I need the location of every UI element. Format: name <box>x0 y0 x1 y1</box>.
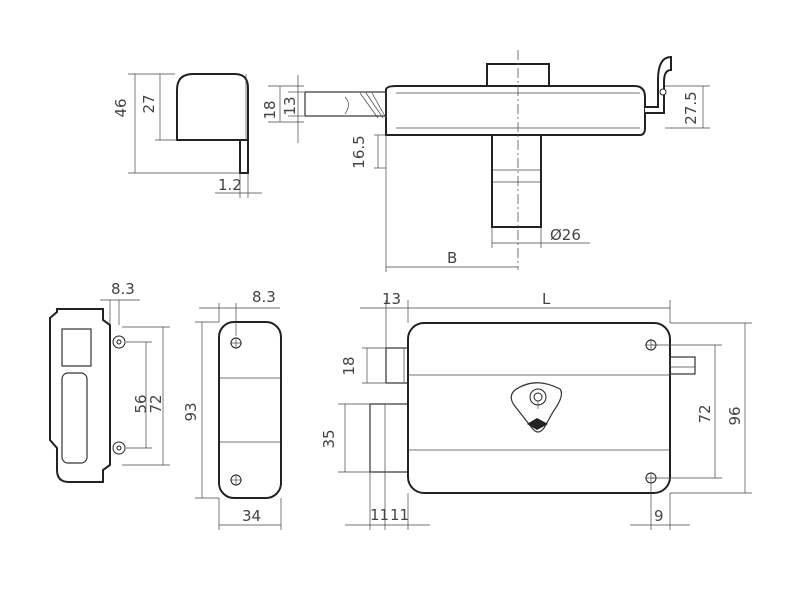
dim-8-3-front: 8.3 <box>252 288 276 306</box>
dim-1-2: 1.2 <box>218 176 242 194</box>
keeper-plate <box>49 308 111 483</box>
dim-9: 9 <box>654 507 664 525</box>
top-cylinder <box>491 134 542 228</box>
top-lock-body <box>385 85 646 136</box>
dim-56: 56 <box>132 394 150 413</box>
dim-27-5: 27.5 <box>682 91 700 124</box>
dim-b: B <box>447 249 457 267</box>
dim-13-main: 13 <box>382 290 401 308</box>
dim-96: 96 <box>726 406 744 425</box>
dim-34: 34 <box>242 507 261 525</box>
cover-tab <box>239 139 249 174</box>
dim-l: L <box>542 290 551 308</box>
main-deadbolt <box>385 347 409 384</box>
dim-13-top: 13 <box>281 96 299 115</box>
dim-18-top: 18 <box>261 100 279 119</box>
main-lock-body <box>407 322 671 494</box>
cover-side-view: 46 27 1.2 <box>112 73 262 198</box>
top-bolt <box>304 91 387 117</box>
main-view: 13 L 18 35 11 11 72 96 9 <box>320 290 752 530</box>
main-side-bolt <box>669 356 696 375</box>
dim-72-keeper: 72 <box>147 394 165 413</box>
front-cover-body <box>218 321 282 499</box>
dim-11-b: 11 <box>390 506 409 524</box>
front-cover-view: 8.3 93 34 <box>182 288 282 530</box>
dim-93: 93 <box>182 402 200 421</box>
dim-35: 35 <box>320 429 338 448</box>
dim-11-a: 11 <box>370 506 389 524</box>
key-emblem <box>510 382 563 433</box>
keeper-view: 8.3 56 72 <box>49 280 170 483</box>
dim-diameter-26: Ø26 <box>550 226 581 244</box>
dim-27: 27 <box>140 94 158 113</box>
keeper-slot-top <box>61 328 92 367</box>
dim-16-5: 16.5 <box>350 135 368 168</box>
dim-18-main: 18 <box>340 356 358 375</box>
top-view: 27.5 Ø26 B 18 13 16.5 <box>261 50 710 272</box>
cover-profile <box>176 73 249 141</box>
top-hook <box>645 55 672 114</box>
keeper-slot-bottom <box>61 372 88 464</box>
dim-72-main: 72 <box>696 404 714 423</box>
brand-mark <box>527 418 548 430</box>
dim-8-3-keeper: 8.3 <box>111 280 135 298</box>
main-latch <box>369 403 409 473</box>
dim-46: 46 <box>112 98 130 117</box>
